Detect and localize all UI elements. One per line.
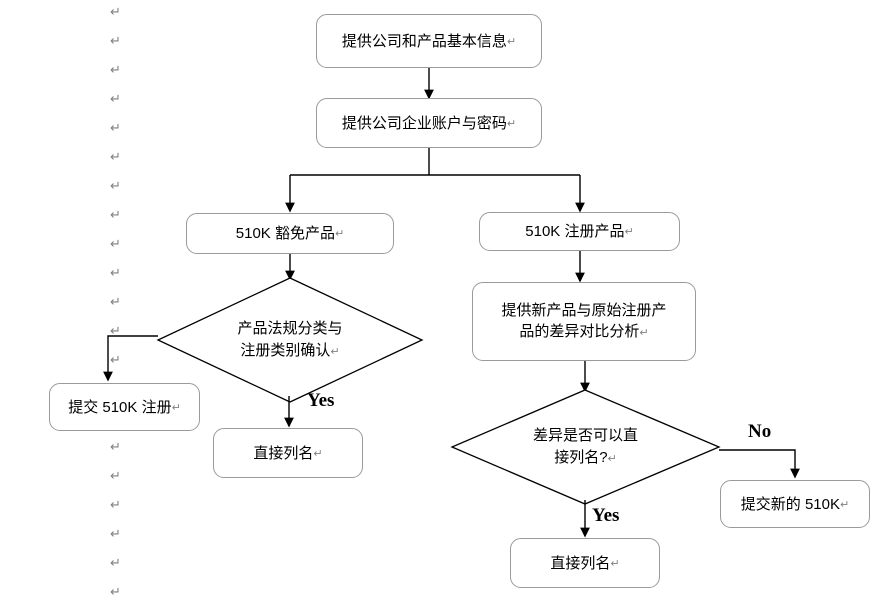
edge-label-classify-yes: Yes [307, 390, 335, 411]
return-mark: ↵ [110, 34, 121, 49]
return-mark: ↵ [110, 556, 121, 571]
return-mark: ↵ [610, 556, 620, 570]
node-start-info[interactable]: 提供公司和产品基本信息↵ [316, 14, 542, 68]
return-mark: ↵ [110, 208, 121, 223]
return-mark: ↵ [110, 150, 121, 165]
return-mark: ↵ [110, 92, 121, 107]
node-start-info-label: 提供公司和产品基本信息 [341, 32, 507, 50]
return-mark: ↵ [334, 227, 345, 240]
return-mark: ↵ [110, 295, 121, 310]
return-mark: ↵ [110, 498, 121, 513]
node-exempt-product[interactable]: 510K 豁免产品↵ [186, 213, 394, 254]
diamond-classify-outline [156, 277, 424, 403]
return-mark: ↵ [110, 353, 121, 368]
edge-diff-no [719, 449, 800, 479]
node-account[interactable]: 提供公司企业账户与密码↵ [316, 98, 542, 148]
edge-classify-to-submit [103, 335, 158, 382]
edge-label-diff-yes: Yes [592, 505, 620, 526]
return-mark: ↵ [110, 266, 121, 281]
node-submit-510k-label: 提交 510K 注册 [68, 398, 172, 416]
return-mark: ↵ [110, 440, 121, 455]
return-mark: ↵ [110, 63, 121, 78]
return-mark: ↵ [639, 326, 649, 339]
return-mark: ↵ [110, 585, 121, 600]
return-mark: ↵ [110, 469, 121, 484]
node-submit-510k[interactable]: 提交 510K 注册↵ [49, 383, 200, 431]
diamond-diff-outline [450, 389, 721, 505]
return-mark: ↵ [506, 34, 517, 48]
return-mark: ↵ [110, 5, 121, 20]
edge-label-diff-no: No [748, 421, 772, 442]
node-registered-product-label: 510K 注册产品 [525, 223, 625, 240]
node-exempt-product-label: 510K 豁免产品 [235, 225, 335, 242]
node-account-label: 提供公司企业账户与密码 [341, 114, 507, 132]
node-direct-list-left-label: 直接列名 [253, 444, 314, 462]
return-mark: ↵ [110, 527, 121, 542]
node-new-510k-label: 提交新的 510K [740, 495, 840, 513]
return-mark: ↵ [313, 446, 323, 460]
node-direct-list-left[interactable]: 直接列名↵ [213, 428, 363, 478]
node-diff-analysis-line2: 品的差异对比分析 [519, 323, 640, 340]
node-new-510k[interactable]: 提交新的 510K↵ [720, 480, 870, 528]
return-mark: ↵ [506, 116, 517, 130]
node-diff-analysis-line1: 提供新产品与原始注册产 [501, 302, 667, 319]
paragraph-return-marks: ↵↵↵↵↵↵↵↵↵↵↵↵↵↵↵↵↵↵↵↵↵ [110, 0, 134, 611]
node-direct-list-bottom[interactable]: 直接列名↵ [510, 538, 660, 588]
return-mark: ↵ [110, 237, 121, 252]
node-diff-analysis[interactable]: 提供新产品与原始注册产 品的差异对比分析↵ [472, 282, 696, 361]
return-mark: ↵ [624, 225, 634, 238]
return-mark: ↵ [110, 121, 121, 136]
return-mark: ↵ [110, 324, 121, 339]
node-registered-product[interactable]: 510K 注册产品↵ [479, 212, 680, 251]
node-direct-list-bottom-label: 直接列名 [550, 554, 611, 572]
return-mark: ↵ [839, 497, 850, 511]
return-mark: ↵ [171, 400, 181, 414]
return-mark: ↵ [110, 179, 121, 194]
